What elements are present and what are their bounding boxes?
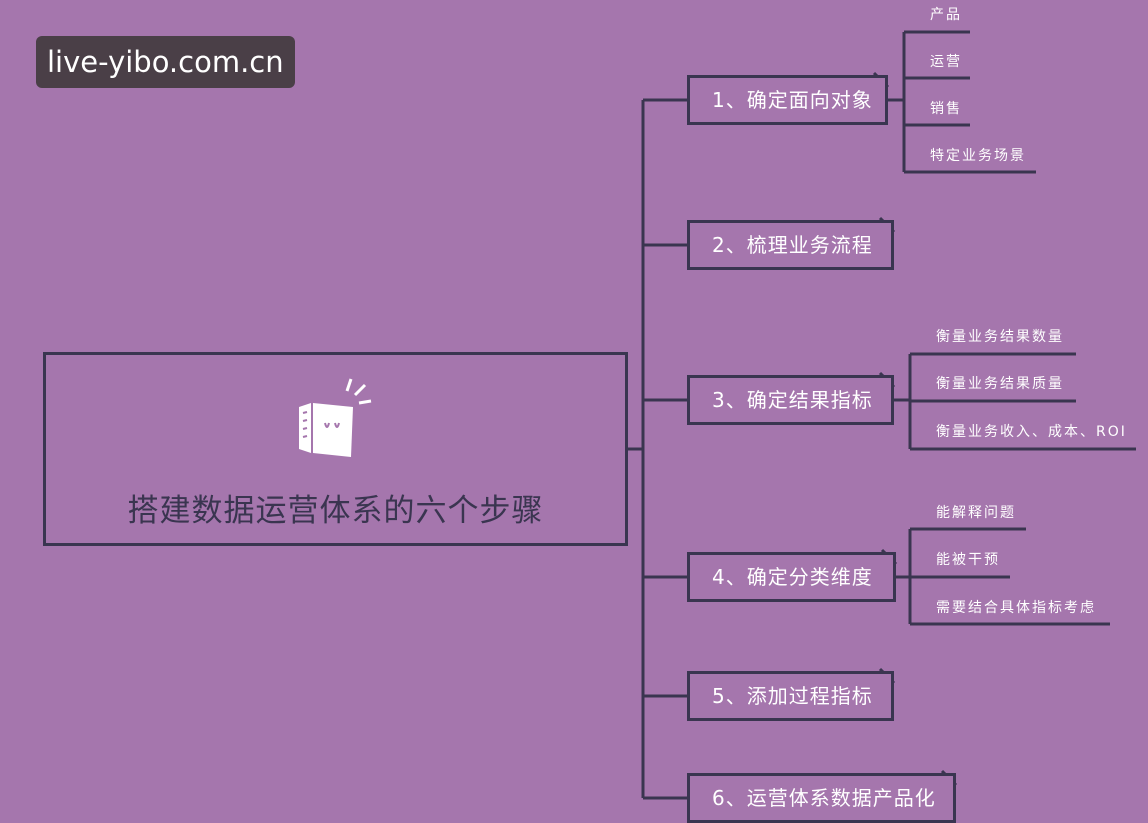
leaf-4-1: 能解释问题 [936,505,1016,521]
step-node-4: 4、确定分类维度 [687,552,896,602]
book-icon [299,378,372,457]
step-node-5: 5、添加过程指标 [687,671,894,721]
leaf-3-1: 衡量业务结果数量 [936,329,1064,345]
step-node-3: 3、确定结果指标 [687,375,894,425]
step-node-6: 6、运营体系数据产品化 [687,773,956,823]
watermark: live-yibo.com.cn [36,36,295,88]
leaf-3-3: 衡量业务收入、成本、ROI [936,424,1127,440]
root-title: 搭建数据运营体系的六个步骤 [127,493,544,529]
leaf-1-3: 销售 [930,101,962,117]
leaf-4-2: 能被干预 [936,552,1000,568]
leaf-1-2: 运营 [930,54,962,70]
leaf-4-3: 需要结合具体指标考虑 [936,600,1096,616]
leaf-1-4: 特定业务场景 [930,148,1026,164]
step-node-2: 2、梳理业务流程 [687,220,894,270]
leaf-1-1: 产品 [930,7,962,23]
leaf-3-2: 衡量业务结果质量 [936,376,1064,392]
step-node-1: 1、确定面向对象 [687,75,888,125]
root-node: 搭建数据运营体系的六个步骤 [43,352,628,546]
